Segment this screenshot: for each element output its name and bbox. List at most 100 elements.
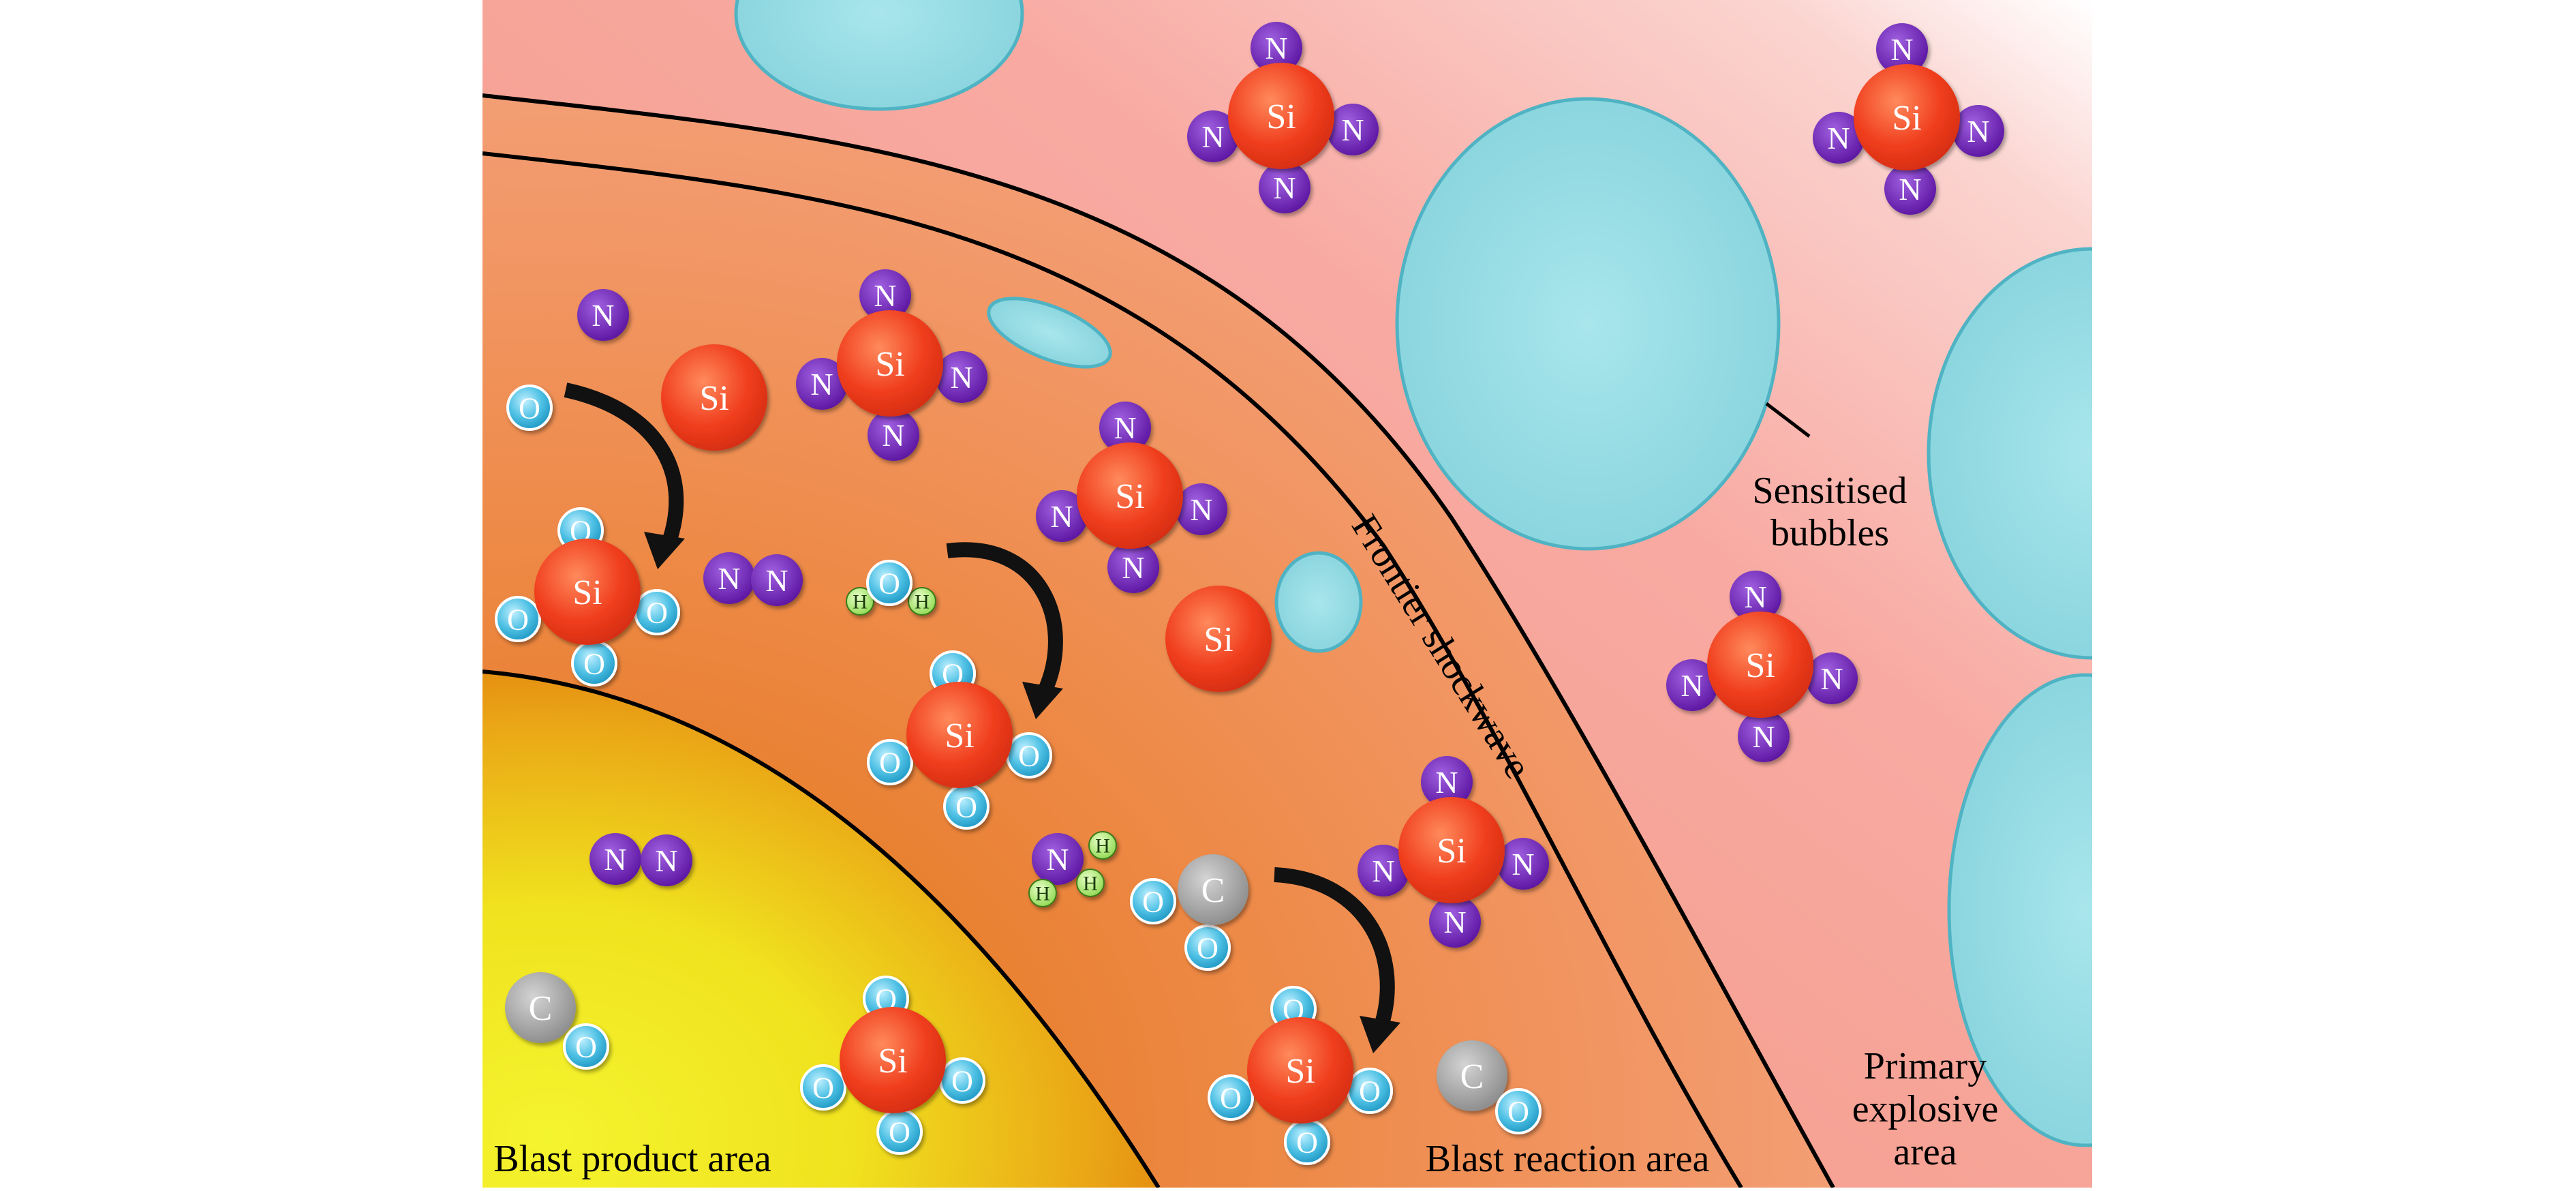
nitrogen-atom-label: N — [655, 843, 677, 878]
silicon-atom: Si — [906, 682, 1013, 788]
hydrogen-atom: H — [846, 587, 874, 616]
silicon-atom: Si — [1165, 586, 1272, 692]
oxygen-atom: O — [943, 783, 990, 830]
nitrogen-atom: N — [641, 834, 692, 886]
nitrogen-atom: N — [1358, 845, 1409, 896]
oxygen-atom: O — [563, 1023, 609, 1070]
primary-explosive-label-line2: explosive — [1852, 1088, 1999, 1130]
nitrogen-atom: N — [1032, 833, 1084, 885]
nitrogen-atom-label: N — [874, 278, 896, 313]
nitrogen-atom-label: N — [1114, 410, 1136, 445]
silicon-atom: Si — [661, 344, 767, 451]
oxygen-atom: O — [876, 1109, 923, 1155]
hydrogen-atom: H — [1088, 831, 1117, 860]
nitrogen-atom: N — [1187, 110, 1239, 162]
silicon-atom-label: Si — [1745, 646, 1775, 685]
nitrogen-atom-label: N — [950, 360, 972, 395]
hydrogen-atom-label: H — [853, 591, 868, 614]
sensitised-bubble — [1927, 247, 2092, 660]
nitrogen-atom-label: N — [718, 561, 740, 596]
oxygen-atom: O — [1208, 1074, 1254, 1121]
silicon-atom-label: Si — [699, 379, 729, 418]
oxygen-atom: O — [506, 385, 553, 431]
nitrogen-atom-label: N — [592, 298, 614, 333]
nitrogen-atom-label: N — [882, 418, 904, 453]
silicon-atom-label: Si — [1437, 832, 1466, 871]
silicon-atom: Si — [1228, 63, 1334, 169]
silicon-atom-label: Si — [572, 573, 602, 612]
silicon-atom-label: Si — [1203, 620, 1233, 659]
oxygen-atom-label: O — [1507, 1095, 1529, 1128]
silicon-atom-label: Si — [945, 717, 974, 755]
oxygen-atom-label: O — [575, 1030, 597, 1064]
nitrogen-atom-label: N — [1372, 854, 1394, 888]
carbon-atom: C — [1437, 1040, 1507, 1111]
oxygen-atom-label: O — [889, 1115, 910, 1149]
nitrogen-atom: N — [1738, 710, 1790, 762]
bubble-leader-line — [1765, 402, 1811, 438]
nitrogen-atom-label: N — [1752, 719, 1775, 754]
sensitised-bubble — [1947, 673, 2092, 1147]
silicon-atom-label: Si — [875, 345, 904, 384]
nitrogen-atom-label: N — [765, 563, 788, 598]
nitrogen-atom: N — [1952, 105, 2004, 157]
silicon-atom: Si — [1398, 797, 1505, 903]
sensitised-bubble — [1395, 97, 1781, 551]
oxygen-atom: O — [867, 739, 913, 785]
frontier-shockwave-inner — [482, 151, 1743, 1188]
oxygen-atom: O — [800, 1064, 846, 1111]
nitrogen-atom: N — [796, 358, 848, 410]
sensitised-bubble — [1274, 551, 1363, 653]
oxygen-atom: O — [495, 596, 541, 642]
silicon-atom: Si — [837, 310, 943, 417]
oxygen-atom: O — [866, 560, 913, 606]
nitrogen-atom: N — [589, 833, 641, 885]
nitrogen-atom: N — [1813, 112, 1865, 164]
nitrogen-atom-label: N — [1341, 112, 1364, 147]
oxygen-atom-label: O — [951, 1064, 973, 1098]
oxygen-atom-label: O — [646, 596, 668, 629]
oxygen-atom: O — [939, 1057, 985, 1104]
nitrogen-atom: N — [1107, 541, 1159, 593]
oxygen-atom: O — [1347, 1068, 1393, 1114]
oxygen-atom-label: O — [955, 790, 977, 824]
nitrogen-atom: N — [751, 554, 803, 606]
nitrogen-atom: N — [1429, 896, 1481, 948]
silicon-atom-label: Si — [1266, 97, 1295, 136]
nitrogen-atom: N — [1036, 490, 1088, 542]
nitrogen-atom-label: N — [810, 367, 833, 402]
silicon-atom: Si — [534, 539, 641, 645]
nitrogen-atom: N — [1327, 104, 1379, 155]
silicon-atom: Si — [840, 1007, 946, 1113]
oxygen-atom-label: O — [1296, 1126, 1318, 1159]
oxygen-atom-label: O — [507, 603, 529, 636]
reaction-arrow — [946, 542, 1063, 719]
nitrogen-atom-label: N — [1050, 499, 1073, 534]
nitrogen-atom-label: N — [1967, 114, 1989, 149]
sensitised-bubbles-label-line1: Sensitised — [1752, 470, 1907, 512]
nitrogen-atom-label: N — [1820, 661, 1843, 696]
hydrogen-atom: H — [1076, 869, 1105, 897]
oxygen-atom: O — [1184, 924, 1231, 971]
silicon-atom-label: Si — [1892, 99, 1921, 138]
blast-reaction-area-label: Blast reaction area — [1426, 1138, 1710, 1180]
oxygen-atom-label: O — [583, 647, 605, 680]
nitrogen-atom-label: N — [604, 842, 626, 877]
nitrogen-atom: N — [1421, 756, 1473, 808]
nitrogen-atom-label: N — [1201, 119, 1224, 154]
sensitised-bubble — [734, 0, 1024, 111]
carbon-atom: C — [505, 972, 576, 1043]
nitrogen-atom-label: N — [1890, 32, 1913, 67]
nitrogen-atom: N — [1730, 571, 1781, 622]
silicon-atom-label: Si — [1285, 1052, 1315, 1091]
reaction-arrow — [1274, 867, 1400, 1053]
nitrogen-atom: N — [868, 409, 919, 461]
nitrogen-atom-label: N — [1190, 492, 1212, 527]
silicon-atom-label: Si — [878, 1042, 907, 1081]
nitrogen-atom: N — [1876, 23, 1928, 75]
oxygen-atom: O — [1130, 878, 1176, 924]
nitrogen-atom: N — [1099, 402, 1151, 453]
oxygen-atom: O — [1284, 1119, 1330, 1165]
carbon-atom-label: C — [1201, 871, 1225, 910]
